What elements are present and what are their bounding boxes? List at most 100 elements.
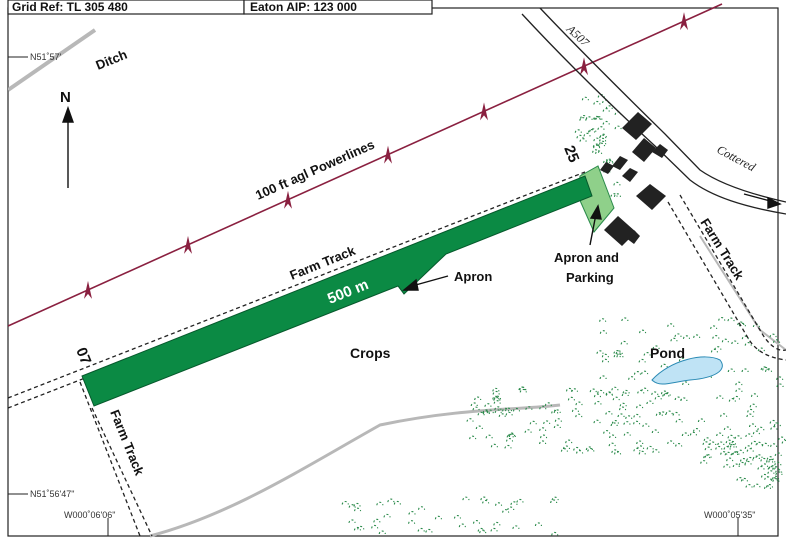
- tree-mark: [493, 400, 501, 404]
- tree-mark: [652, 449, 660, 453]
- tree-mark: [587, 448, 595, 452]
- tree-mark: [573, 446, 581, 451]
- tree-mark: [599, 137, 607, 142]
- tree-mark: [723, 445, 731, 450]
- tree-mark: [747, 408, 755, 413]
- tree-mark: [735, 381, 743, 386]
- tree-mark: [593, 419, 601, 424]
- tree-mark: [524, 429, 532, 433]
- tree-mark: [539, 427, 547, 431]
- tree-mark: [599, 318, 607, 322]
- tree-mark: [651, 429, 659, 434]
- tree-mark: [611, 420, 619, 424]
- tree-mark: [458, 523, 466, 528]
- tree-mark: [662, 392, 670, 397]
- tree-mark: [599, 375, 607, 380]
- buildings: [600, 112, 668, 246]
- tree-mark: [588, 129, 596, 133]
- tree-mark: [373, 518, 381, 523]
- tree-mark: [693, 428, 701, 432]
- tree-mark: [474, 396, 482, 401]
- tree-mark: [383, 513, 391, 518]
- coordinate-ticks: [8, 56, 739, 536]
- tree-mark: [613, 181, 621, 186]
- tree-mark: [603, 159, 611, 164]
- tree-mark: [646, 445, 654, 450]
- pond-label: Pond: [650, 345, 685, 361]
- tree-mark: [371, 524, 379, 529]
- tree-mark: [659, 411, 667, 416]
- tree-mark: [593, 100, 601, 105]
- tree-mark: [565, 439, 573, 444]
- tree-mark: [490, 527, 498, 532]
- tree-mark: [775, 469, 783, 473]
- tree-mark: [639, 329, 647, 334]
- tree-mark: [553, 409, 561, 414]
- tree-mark: [716, 432, 724, 437]
- tree-mark: [551, 531, 559, 536]
- tree-mark: [770, 426, 778, 430]
- tree-mark: [775, 471, 783, 476]
- tree-mark: [746, 413, 754, 418]
- tree-mark: [507, 506, 515, 511]
- tree-mark: [482, 409, 490, 413]
- tree-mark: [769, 333, 777, 338]
- tree-mark: [621, 317, 629, 322]
- tree-mark: [601, 353, 609, 358]
- label-arrows: [62, 105, 782, 291]
- tree-mark: [453, 515, 462, 519]
- pond: [651, 356, 723, 385]
- tree-mark: [731, 451, 739, 456]
- tree-mark: [462, 496, 470, 501]
- tree-mark: [575, 401, 583, 406]
- tree-mark: [613, 353, 621, 358]
- tree-mark: [493, 521, 501, 526]
- runway-end-25: 25: [560, 143, 582, 165]
- pylon-4: [384, 145, 392, 164]
- ditch-line: [8, 28, 97, 92]
- tree-mark: [599, 140, 607, 145]
- tree-mark: [633, 371, 642, 375]
- tree-mark: [486, 409, 494, 414]
- tree-mark: [565, 387, 574, 392]
- tree-mark: [576, 134, 584, 139]
- tree-mark: [550, 499, 558, 504]
- powerline: [8, 3, 723, 327]
- tree-mark: [512, 525, 520, 529]
- tree-mark: [761, 442, 769, 447]
- tree-mark: [760, 366, 768, 371]
- tree-mark: [417, 506, 426, 510]
- tree-mark: [744, 460, 752, 465]
- tree-mark: [723, 464, 731, 468]
- tree-mark: [767, 470, 775, 474]
- tree-mark: [643, 352, 651, 356]
- tree-mark: [772, 478, 780, 482]
- tree-mark: [510, 501, 518, 505]
- tree-mark: [357, 525, 365, 530]
- tree-mark: [602, 121, 610, 125]
- tree-mark: [740, 477, 748, 482]
- tree-mark: [740, 458, 748, 462]
- tree-mark: [505, 438, 514, 442]
- tree-mark: [762, 366, 770, 371]
- tree-mark: [665, 410, 673, 415]
- tree-mark: [660, 363, 668, 368]
- tree-mark: [736, 449, 744, 454]
- tree-mark: [620, 340, 628, 345]
- tree-mark: [633, 420, 641, 425]
- tree-mark: [702, 441, 710, 445]
- tree-mark: [732, 463, 740, 468]
- tree-mark: [387, 498, 395, 503]
- tree-mark: [605, 105, 613, 109]
- tree-mark: [519, 386, 527, 391]
- tree-mark: [734, 435, 742, 439]
- tree-mark: [574, 129, 582, 133]
- tree-mark: [479, 529, 487, 534]
- tree-mark: [638, 450, 646, 455]
- tree-mark: [727, 317, 735, 322]
- tree-mark: [611, 449, 619, 453]
- tree-mark: [735, 388, 743, 392]
- tree-mark: [376, 501, 384, 506]
- tree-mark: [752, 455, 760, 460]
- header-grid-ref: Grid Ref: TL 305 480: [12, 0, 128, 14]
